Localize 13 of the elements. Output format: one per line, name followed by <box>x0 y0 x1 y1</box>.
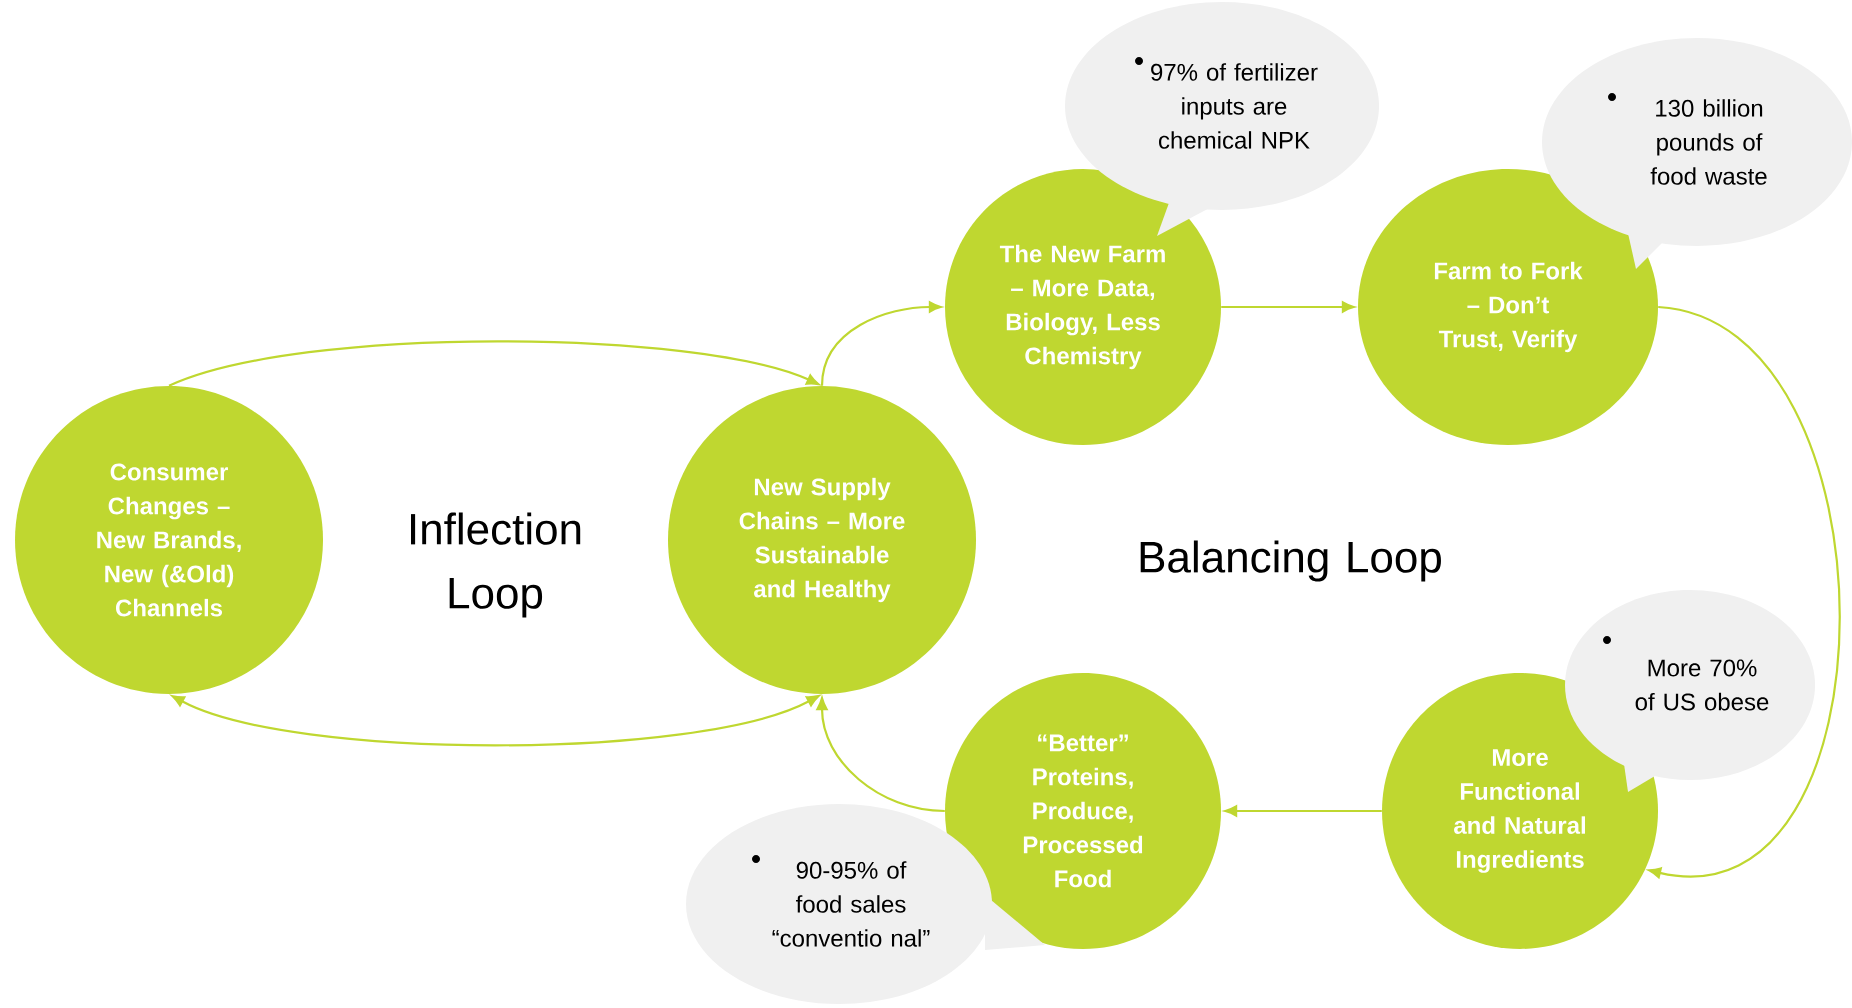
circle-node: “Better” Proteins, Produce, Processed Food <box>945 673 1221 949</box>
circle-node: Consumer Changes – New Brands, New (&Old) Channels <box>15 386 323 694</box>
loop-label: Inflection Loop <box>411 512 581 618</box>
arrow <box>168 340 820 387</box>
arrow <box>816 697 945 813</box>
loop-label: Balancing Loop <box>1140 540 1441 582</box>
arrow <box>171 695 820 747</box>
arrow <box>1224 805 1382 817</box>
arrow <box>1221 301 1355 313</box>
speech-bubble: 97% of fertilizer inputs are chemical NPK <box>1065 2 1379 236</box>
circle-node: The New Farm – More Data, Biology, Less Chemistry <box>945 169 1221 445</box>
circle-node: New Supply Chains – More Sustainable and Healthy <box>668 386 976 694</box>
arrow <box>820 301 942 386</box>
